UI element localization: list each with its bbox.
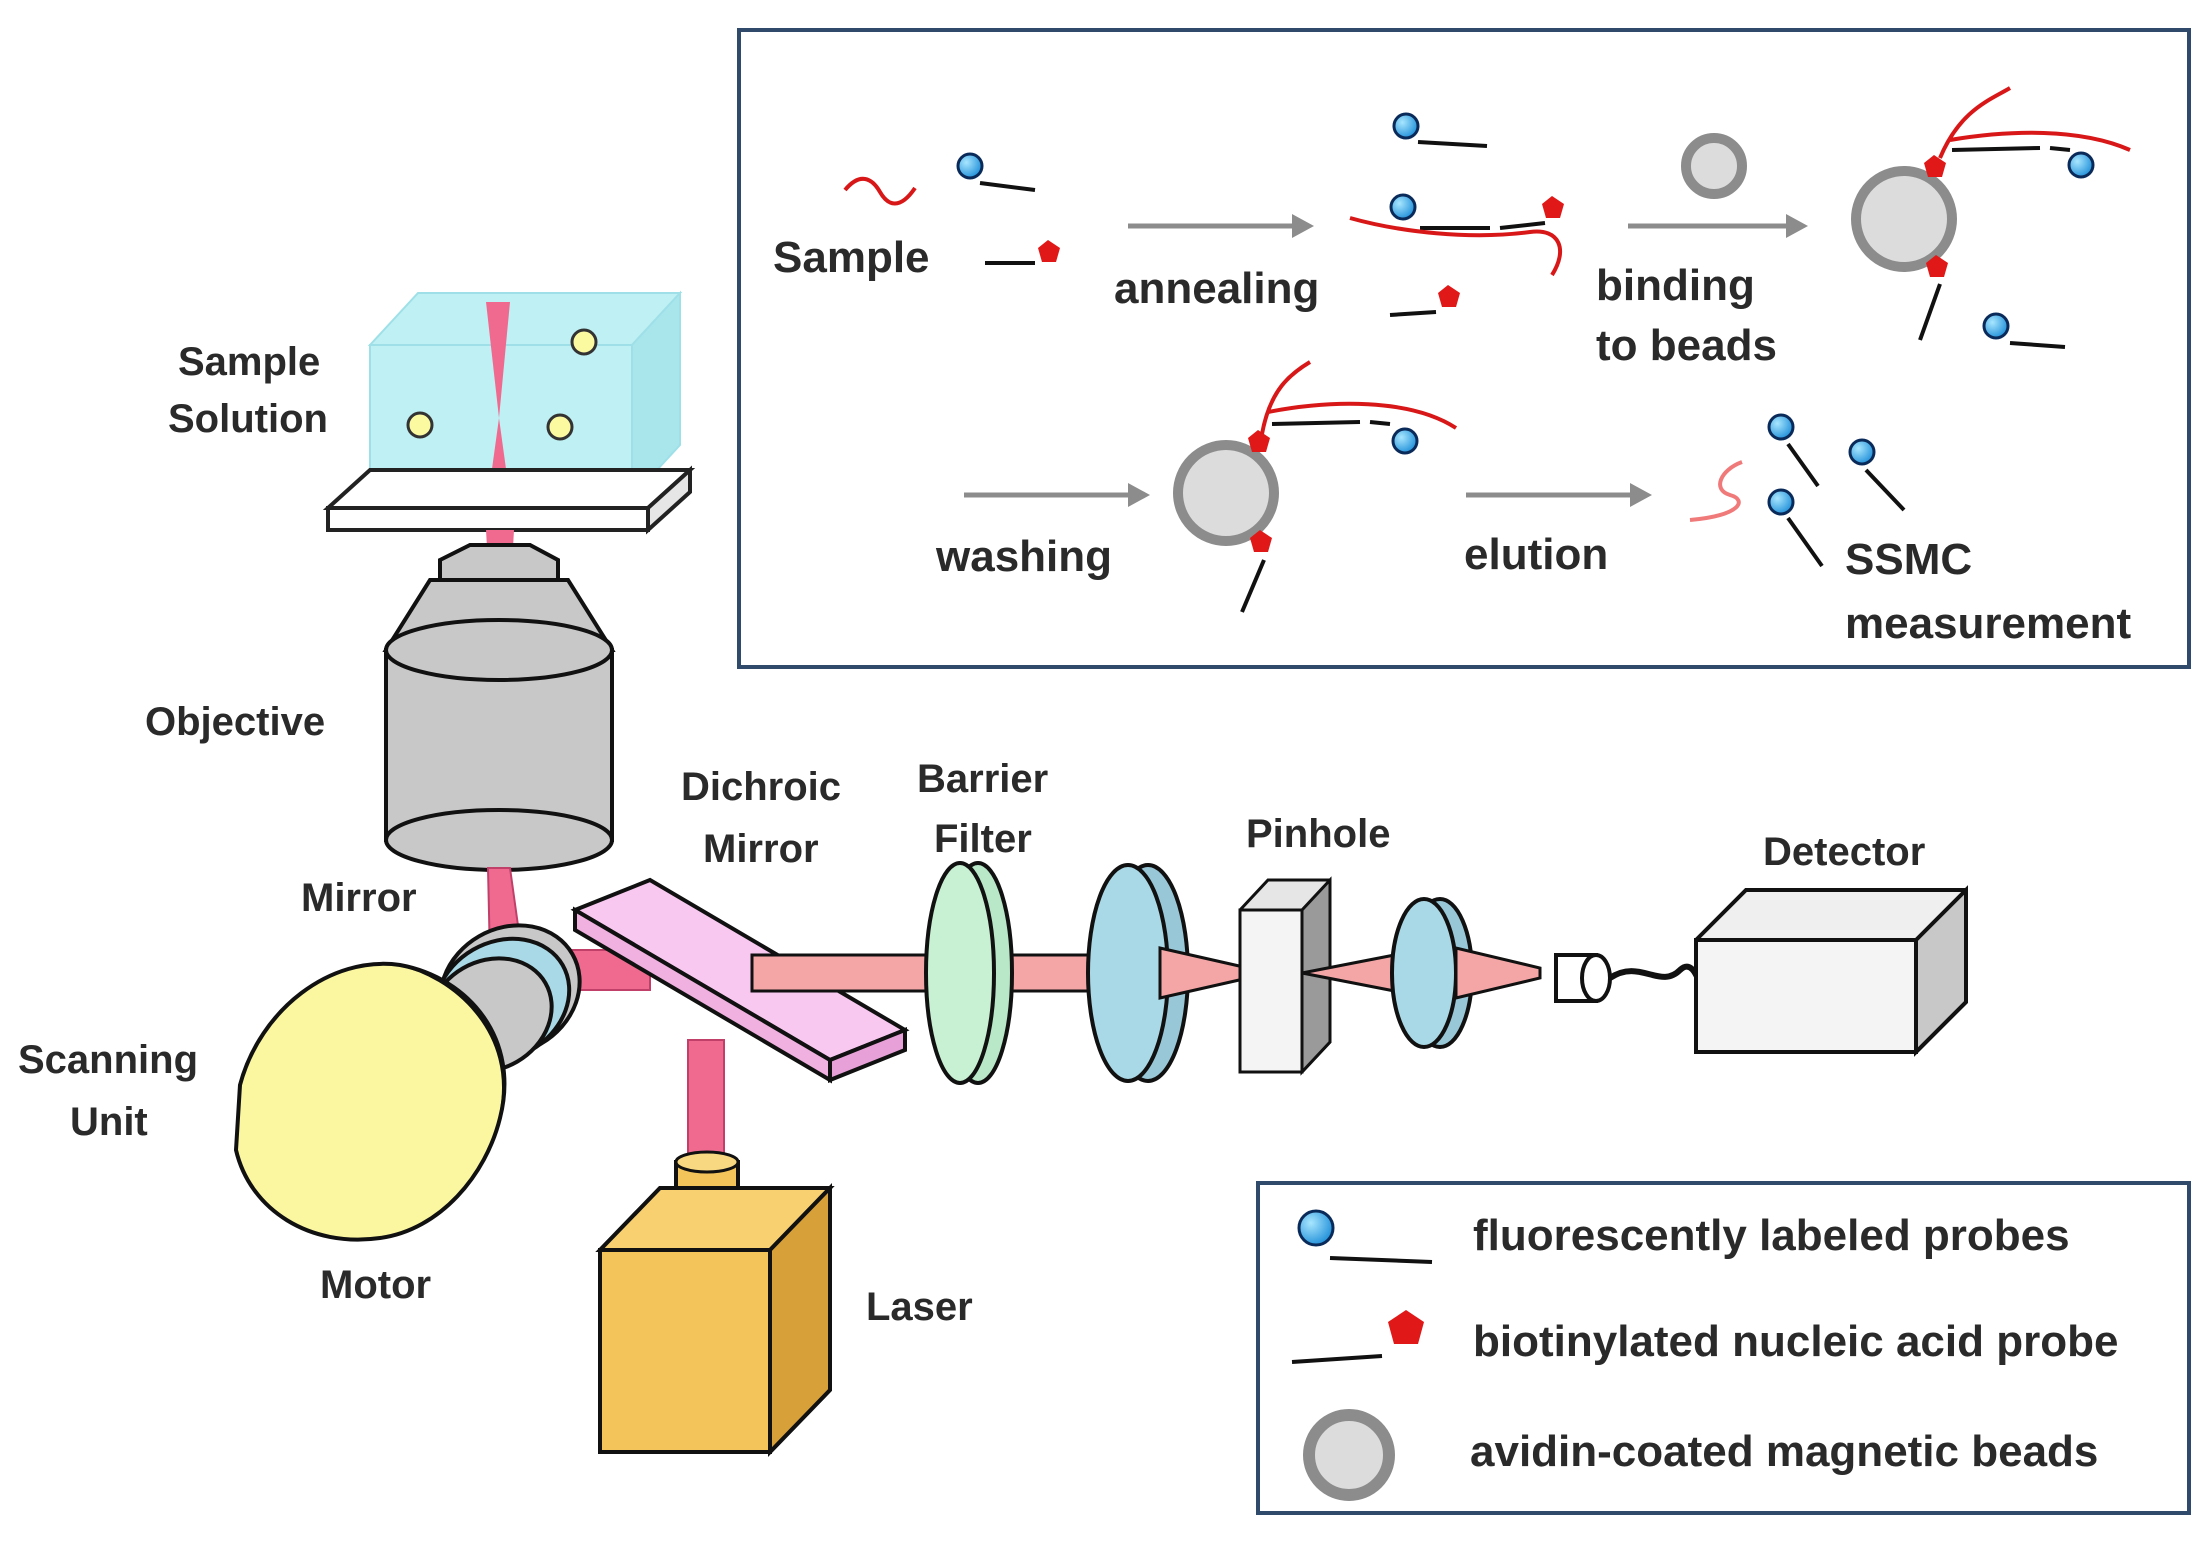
label-dichroic-1: Dichroic [681, 765, 841, 809]
step-binding-2: to beads [1596, 321, 1777, 370]
dichroic-mirror [570, 877, 910, 1084]
label-barrier-2: Filter [934, 817, 1032, 861]
magnetic-bead-icon [1303, 1409, 1395, 1501]
label-pinhole: Pinhole [1246, 812, 1390, 856]
label-sample-solution-2: Solution [168, 397, 328, 441]
label-detector: Detector [1763, 830, 1925, 874]
legend-label-biotin: biotinylated nucleic acid probe [1473, 1317, 2118, 1366]
apparatus: Sample Solution Objective Mirror Scannin… [18, 290, 1968, 1457]
workflow-panel-border [737, 28, 2191, 669]
laser-focus-cone [486, 302, 510, 418]
biotin-probe-icon [1291, 1310, 1424, 1364]
collimating-lens [1390, 897, 1542, 1049]
legend-panel: fluorescently labeled probes biotinylate… [1256, 1181, 2191, 1515]
washed-bead-complex [1173, 360, 1458, 613]
annealed-complex [1349, 112, 1564, 317]
label-barrier-1: Barrier [917, 757, 1048, 801]
focusing-lens [1086, 863, 1250, 1083]
step-annealing: annealing [1114, 264, 1319, 313]
fluorescent-probe-icon [1297, 1209, 1433, 1264]
objective-lens [382, 543, 616, 872]
slide [322, 468, 696, 510]
label-dichroic-2: Mirror [703, 827, 819, 871]
beam-fluorescence [750, 953, 944, 993]
legend-border [1256, 1181, 2191, 1515]
label-objective: Objective [145, 700, 325, 744]
step-sample: Sample [773, 233, 930, 282]
legend-label-beads: avidin-coated magnetic beads [1470, 1427, 2098, 1476]
label-mirror: Mirror [301, 876, 417, 920]
bead-complex [1851, 86, 2131, 349]
step-ssmc-1: SSMC [1845, 535, 1972, 584]
label-laser: Laser [866, 1285, 973, 1329]
scanning-unit [233, 923, 582, 1242]
step-elution: elution [1464, 530, 1608, 579]
free-bead [1681, 133, 1747, 199]
label-scanning-unit-1: Scanning [18, 1038, 198, 1082]
motor-body [233, 961, 507, 1242]
step-binding-1: binding [1596, 261, 1755, 310]
laser-source [595, 1150, 835, 1457]
eluted-probes [1689, 413, 1906, 568]
sample-cuvette [322, 290, 696, 535]
label-scanning-unit-2: Unit [70, 1100, 148, 1144]
label-motor: Motor [320, 1263, 431, 1307]
sample-strands [843, 152, 1060, 265]
step-ssmc-2: measurement [1845, 599, 2131, 648]
workflow-panel: Sample annealing binding to beads [737, 28, 2191, 669]
step-washing: washing [935, 532, 1112, 581]
label-sample-solution-1: Sample [178, 340, 320, 384]
detector [1554, 885, 1968, 1057]
barrier-filter [924, 861, 1014, 1085]
legend-label-fluorescent: fluorescently labeled probes [1473, 1211, 2070, 1260]
